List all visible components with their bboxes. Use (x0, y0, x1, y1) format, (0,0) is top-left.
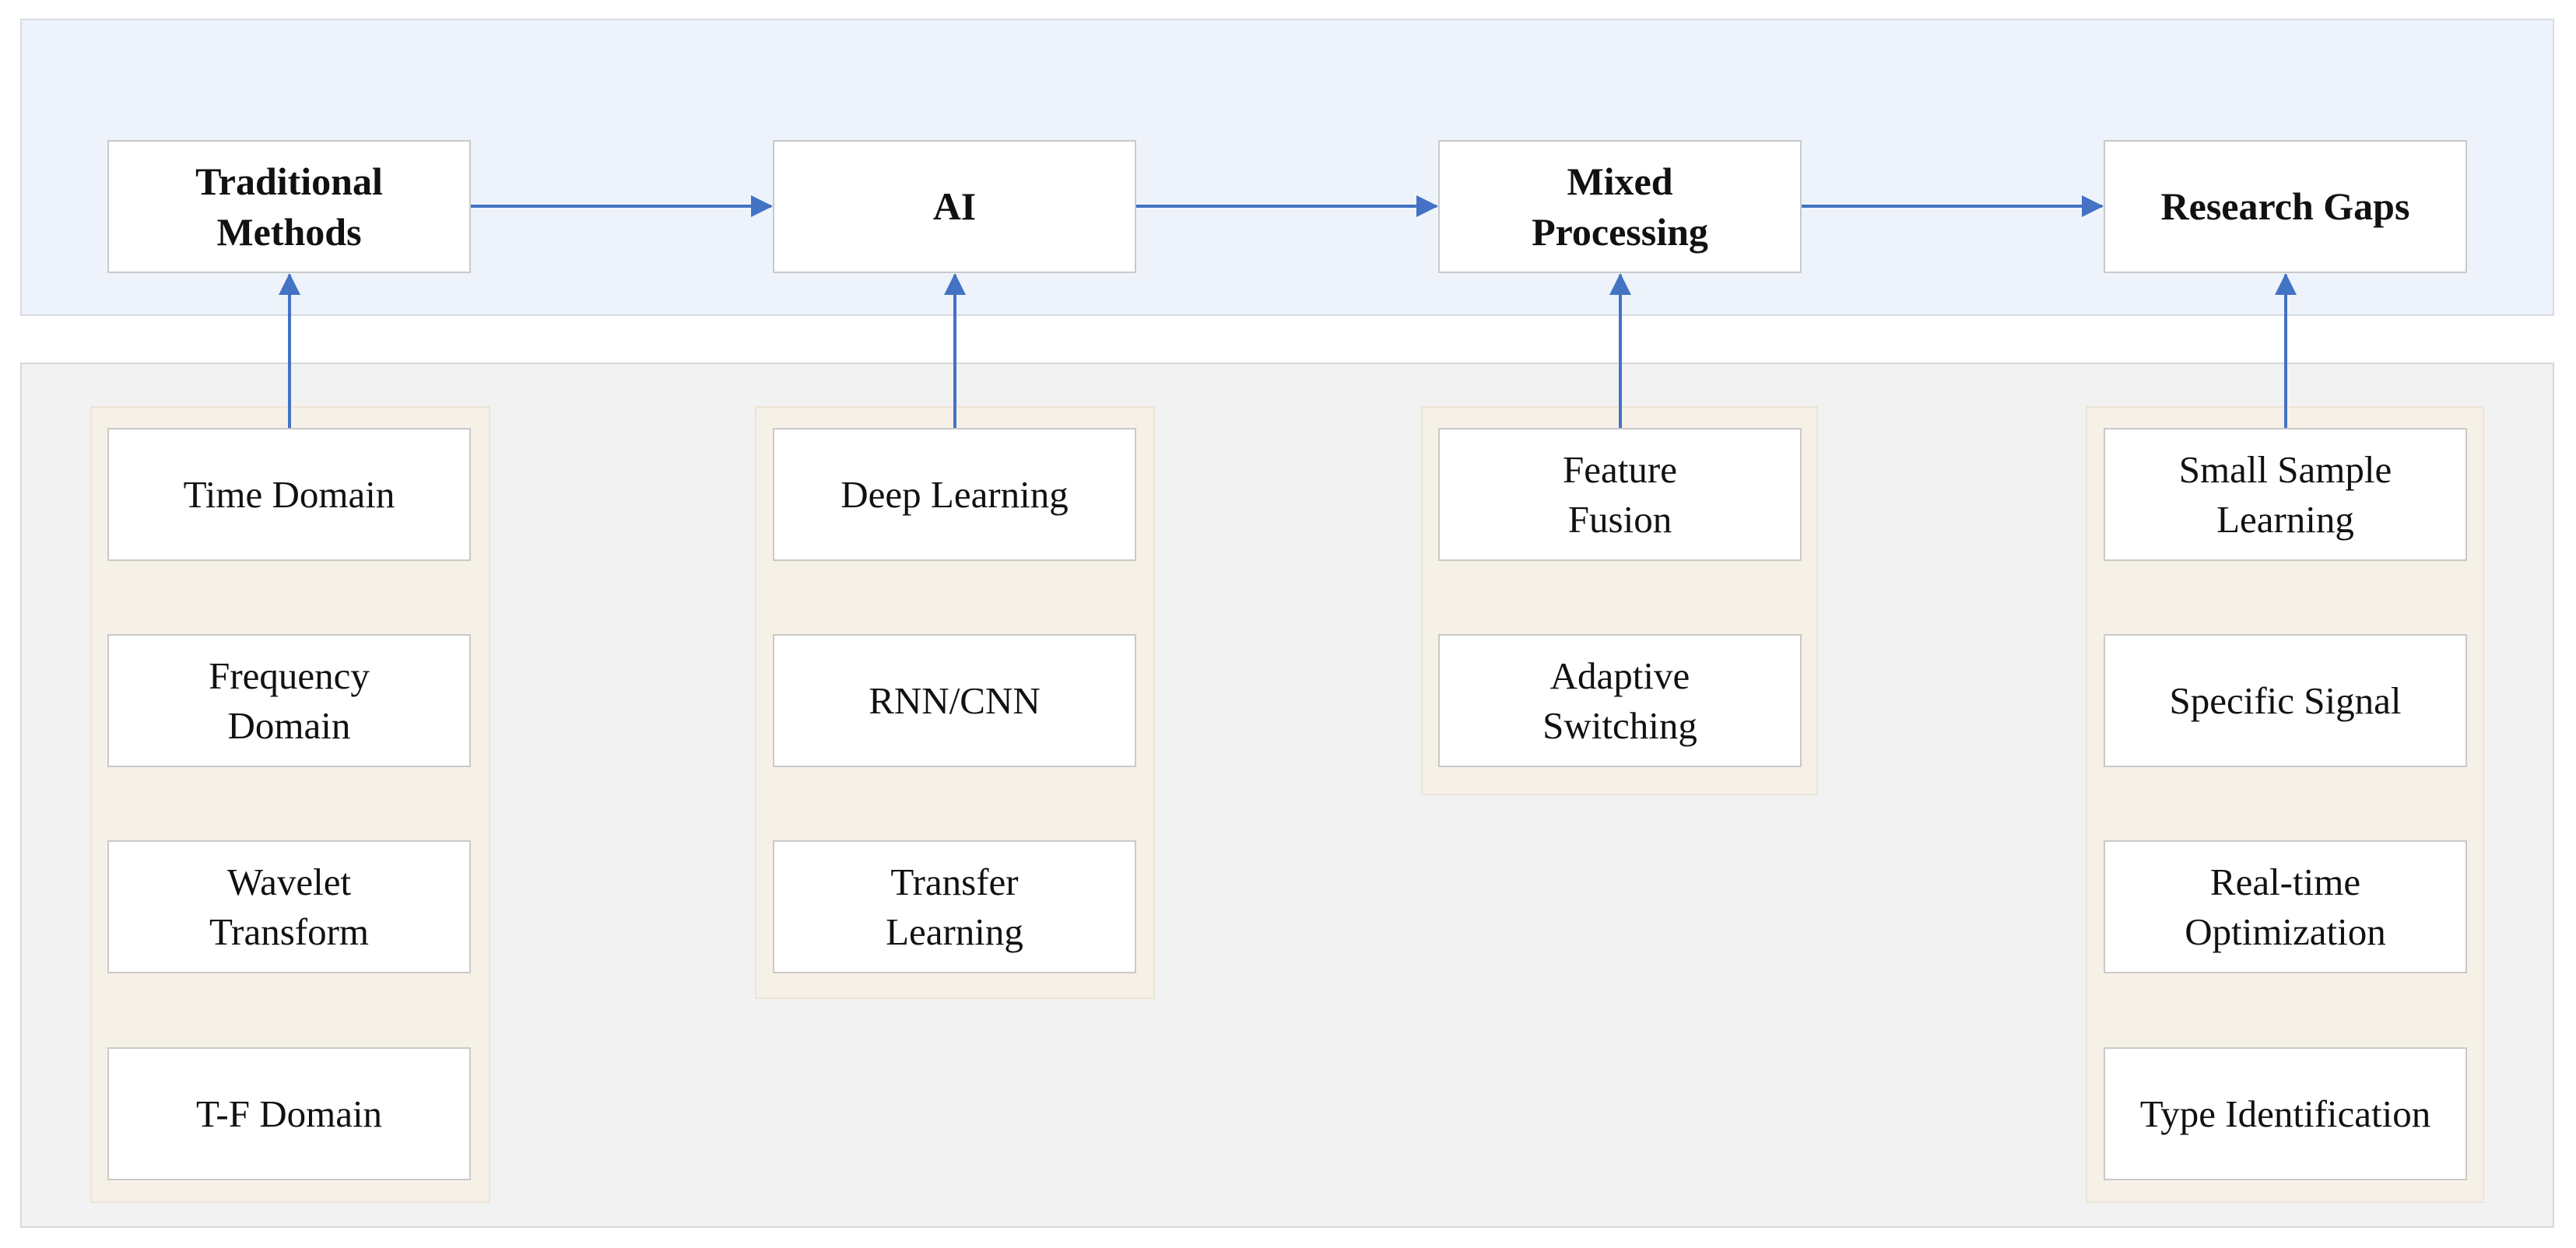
item-small-sample-learning: Small Sample Learning (2104, 428, 2467, 561)
stage-mixed-processing: Mixed Processing (1438, 140, 1802, 273)
item-frequency-domain: Frequency Domain (107, 634, 471, 767)
item-rnn-cnn: RNN/CNN (773, 634, 1136, 767)
item-adaptive-switching: Adaptive Switching (1438, 634, 1802, 767)
item-transfer-learning: Transfer Learning (773, 840, 1136, 973)
stage-ai: AI (773, 140, 1136, 273)
item-t-f-domain: T-F Domain (107, 1047, 471, 1180)
item-type-identification: Type Identification (2104, 1047, 2467, 1180)
item-specific-signal: Specific Signal (2104, 634, 2467, 767)
item-wavelet-transform: Wavelet Transform (107, 840, 471, 973)
item-real-time-optimization: Real-time Optimization (2104, 840, 2467, 973)
stage-research-gaps: Research Gaps (2104, 140, 2467, 273)
item-feature-fusion: Feature Fusion (1438, 428, 1802, 561)
item-deep-learning: Deep Learning (773, 428, 1136, 561)
stage-traditional-methods: Traditional Methods (107, 140, 471, 273)
item-time-domain: Time Domain (107, 428, 471, 561)
